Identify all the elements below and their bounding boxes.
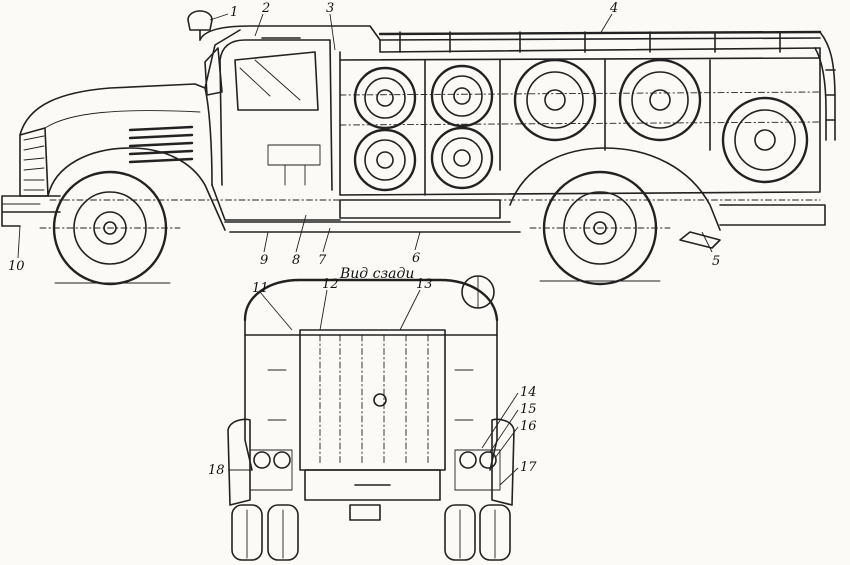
callout-18: 18	[208, 463, 225, 478]
callout-3: 3	[326, 1, 334, 16]
searchlight	[187, 10, 213, 41]
rear-step	[679, 231, 721, 249]
hose-reels	[353, 58, 809, 192]
front-fender	[47, 147, 226, 231]
callout-15: 15	[520, 402, 537, 417]
rear-fender	[509, 147, 721, 231]
windshield	[204, 47, 223, 96]
cab-side-window	[234, 51, 319, 111]
callout-1: 1	[230, 5, 238, 20]
front-wheel	[39, 170, 181, 286]
side-step	[339, 199, 501, 219]
chassis-sill	[224, 221, 521, 233]
callout-labels: 1 2 3 4 5 6 7 8 9 10 11 12 13 14 15 16 1…	[8, 1, 720, 478]
rear-door-corrugation	[319, 334, 429, 466]
callout-17: 17	[520, 460, 537, 475]
body-box	[339, 47, 821, 196]
callout-12: 12	[322, 277, 339, 292]
rear-bumper-plate	[304, 469, 441, 501]
side-view	[1, 10, 836, 286]
roof-ladder	[378, 30, 836, 141]
rear-roof	[243, 278, 499, 322]
hood-louvres	[128, 125, 194, 164]
rear-searchlight	[461, 275, 495, 309]
callout-9: 9	[260, 253, 268, 268]
cab-seat	[267, 144, 321, 186]
tow-hook	[349, 504, 381, 521]
cab-roof	[199, 25, 821, 53]
callout-4: 4	[609, 1, 618, 16]
callout-6: 6	[412, 251, 420, 266]
callout-14: 14	[520, 385, 537, 400]
front-bumper	[1, 195, 61, 227]
rear-wheels	[231, 504, 511, 561]
callout-13: 13	[416, 277, 433, 292]
callout-10: 10	[8, 259, 25, 274]
callout-2: 2	[261, 1, 270, 16]
callout-16: 16	[520, 419, 537, 434]
callout-leaders	[17, 13, 713, 486]
cab-door	[219, 39, 333, 191]
engine-hood	[19, 83, 213, 186]
rear-view-caption: Вид сзади	[339, 266, 414, 282]
callout-8: 8	[292, 253, 300, 268]
callout-7: 7	[318, 253, 327, 268]
door-handle	[373, 393, 387, 407]
rear-view	[227, 275, 515, 561]
rear-bumper	[719, 204, 826, 226]
rear-wheel	[529, 170, 671, 286]
callout-5: 5	[712, 254, 720, 269]
rear-door	[299, 329, 446, 471]
callout-11: 11	[252, 281, 269, 296]
